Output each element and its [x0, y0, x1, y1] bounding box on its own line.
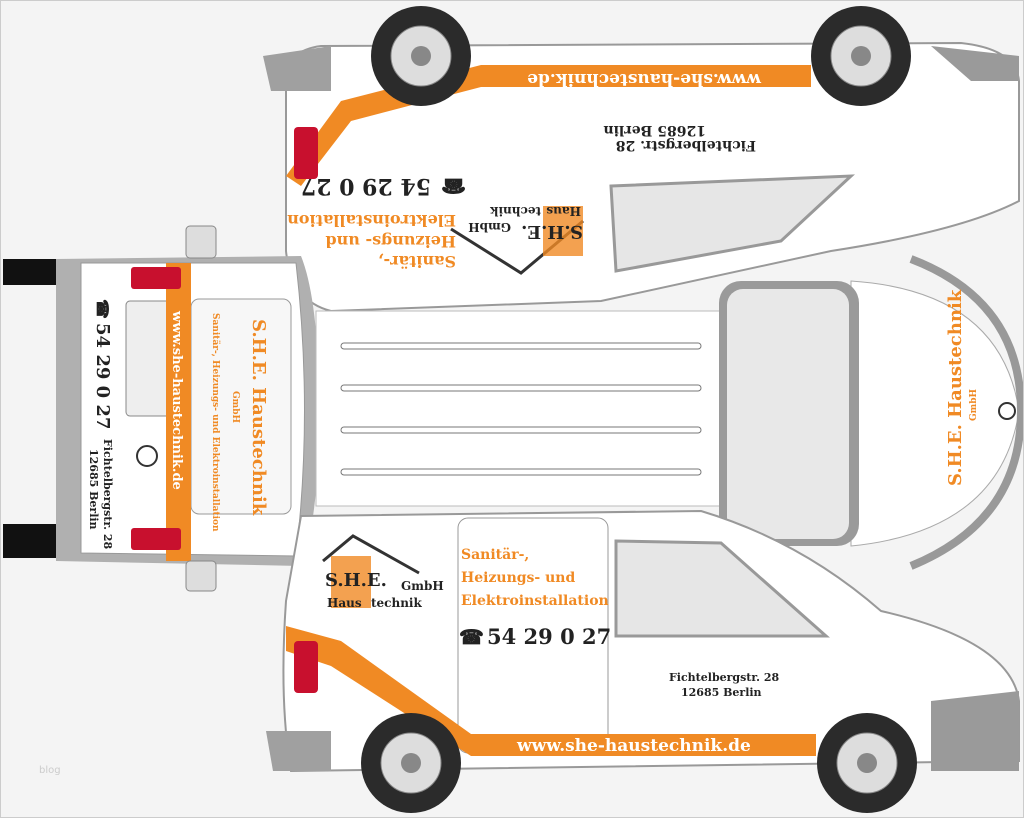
- company-gmbh: GmbH: [230, 391, 240, 424]
- website-text: www.she-haustechnik.de: [516, 736, 751, 756]
- company-name: S.H.E. Haustechnik: [248, 319, 269, 516]
- roof-rail: [340, 426, 702, 434]
- telephone-icon: ☎: [459, 625, 484, 649]
- website-stripe: [471, 734, 816, 756]
- roof-rail: [340, 468, 702, 476]
- vw-badge: [998, 402, 1016, 420]
- logo-gmbh: GmbH: [468, 220, 511, 234]
- front-view: S.H.E. Haustechnik GmbH: [719, 255, 1023, 570]
- phone-text: 54 29 0 27: [487, 624, 611, 649]
- website-text: www.she-haustechnik.de: [169, 310, 184, 490]
- wheel-front-top: [811, 6, 911, 106]
- front-bumper: [931, 46, 1019, 81]
- logo-letters: S.H.E.: [325, 570, 387, 591]
- rear-bumper: [263, 46, 331, 91]
- mirror: [185, 560, 217, 592]
- tail-light: [294, 641, 318, 693]
- company-name: S.H.E. Haustechnik: [945, 289, 966, 486]
- company-gmbh: GmbH: [969, 388, 979, 421]
- vw-badge: [136, 445, 158, 467]
- logo-word-b: technik: [490, 204, 541, 218]
- city-text: 12685 Berlin: [87, 449, 100, 530]
- wheel-front-bottom: [817, 713, 917, 813]
- service-line-3: Elektroinstallation: [461, 593, 609, 609]
- company-logo: S.H.E. GmbH Haus technik: [450, 204, 584, 275]
- website-text: www.she-haustechnik.de: [527, 69, 762, 89]
- windshield: [727, 289, 849, 539]
- logo-word-a: Haus: [546, 204, 581, 218]
- logo-word-a: Haus: [327, 596, 362, 610]
- side-window: [609, 174, 856, 273]
- rear-view: www.she-haustechnik.de 54 29 0 27 ☎ Fich…: [3, 225, 319, 592]
- street-text: Fichtelbergstr. 28: [669, 671, 779, 684]
- service-line-3: Elektroinstallation: [287, 211, 456, 230]
- street-text: Fichtelbergstr. 28: [616, 137, 756, 153]
- bumper-bar: [3, 259, 63, 285]
- roof-view: [315, 310, 722, 507]
- side-view-bottom: www.she-haustechnik.de S.H.E. GmbH Haus …: [266, 509, 1020, 813]
- side-view-top: www.she-haustechnik.de Fichtelbergstr. 2…: [263, 6, 1020, 313]
- service-line-2: Heizungs- und: [325, 232, 456, 251]
- side-window: [614, 539, 830, 638]
- tail-light: [131, 267, 181, 289]
- wheel-rear-bottom: [361, 713, 461, 813]
- logo-gmbh: GmbH: [401, 579, 444, 593]
- website-stripe: [481, 65, 811, 87]
- rear-window: [190, 298, 292, 515]
- logo-letters: S.H.E.: [521, 221, 583, 242]
- city-text: 12685 Berlin: [681, 686, 762, 699]
- phone-text: 54 29 0 27: [92, 323, 113, 429]
- service-line-1: Sanitär-,: [378, 252, 456, 271]
- door-handle: [125, 300, 172, 417]
- services-text: Sanitär-, Heizungs- und Elektroinstallat…: [210, 313, 221, 532]
- company-logo: S.H.E. GmbH Haus technik: [322, 534, 444, 610]
- telephone-icon: ☎: [93, 299, 112, 319]
- wheel-rear-top: [371, 6, 471, 106]
- watermark: blog: [39, 765, 61, 776]
- roof-rail: [340, 342, 702, 350]
- phone-text: 54 29 0 27: [301, 173, 431, 199]
- front-bumper: [931, 691, 1019, 771]
- logo-word-b: technik: [371, 596, 422, 610]
- service-line-2: Heizungs- und: [461, 570, 575, 586]
- city-text: 12685 Berlin: [603, 122, 706, 138]
- tail-light: [294, 127, 318, 179]
- rear-bumper: [266, 731, 331, 771]
- telephone-icon: ☎: [441, 174, 466, 198]
- roof-rail: [340, 384, 702, 392]
- street-text: Fichtelbergstr. 28: [101, 439, 114, 549]
- bumper-bar: [3, 524, 63, 558]
- service-line-1: Sanitär-,: [461, 547, 529, 563]
- tail-light: [131, 528, 181, 550]
- mirror: [185, 225, 217, 259]
